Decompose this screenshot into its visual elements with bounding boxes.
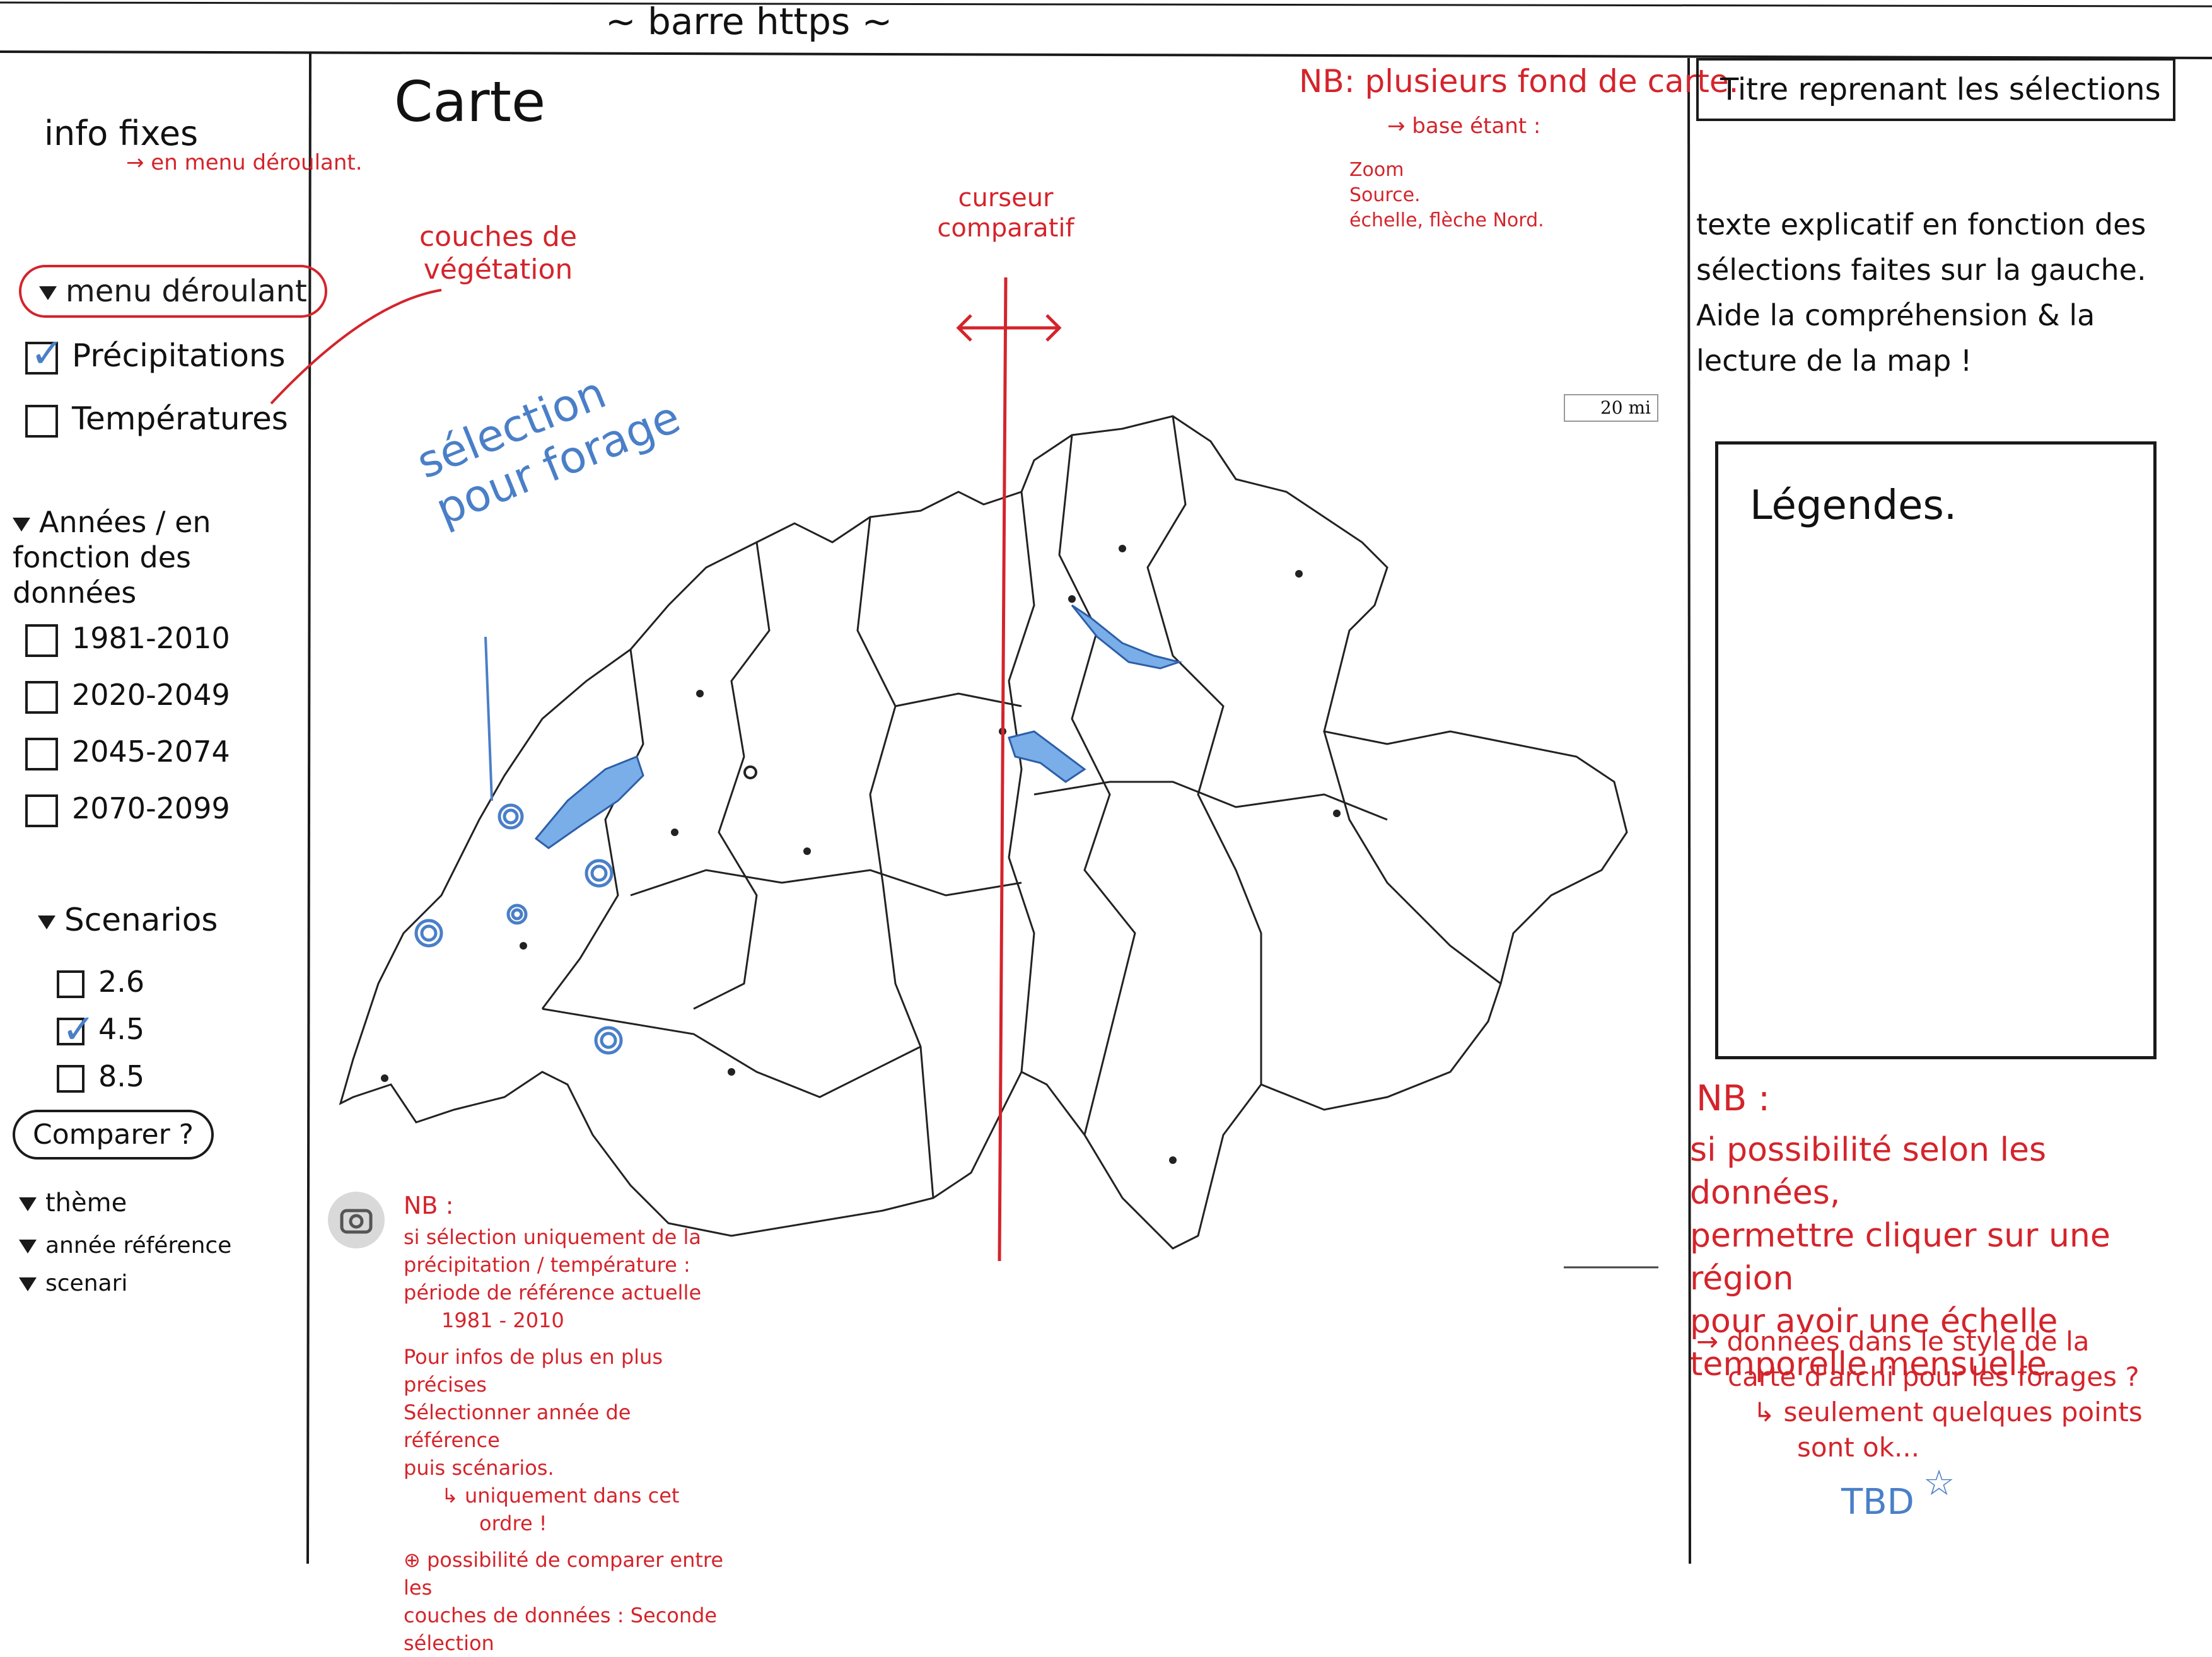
checkbox-precipitations[interactable]: [25, 330, 64, 377]
note-line: temporelle mensuelle.: [1690, 1346, 2058, 1383]
map-note: si sélection uniquement de la précipitat…: [404, 1223, 731, 1657]
layer-label: Températures: [72, 400, 288, 437]
basemap-item-scale: échelle, flèche Nord.: [1349, 209, 1544, 231]
compare-scenario[interactable]: scenari: [19, 1270, 127, 1296]
note-line: ⊕ possibilité de comparer entre les: [404, 1548, 724, 1600]
dropdown-triangle-icon: [13, 517, 30, 532]
years-dropdown-label: Années / en fonction des données: [13, 505, 211, 610]
note-line: si sélection uniquement de la: [404, 1225, 701, 1249]
note-line: Pour infos de plus en plus précises: [404, 1345, 663, 1397]
year-label: 2045-2074: [72, 735, 230, 769]
layer-precipitations[interactable]: Précipitations: [25, 330, 286, 377]
compare-theme[interactable]: thème: [19, 1189, 127, 1218]
menu-dropdown-label: menu déroulant: [66, 274, 307, 309]
year-label: 2070-2099: [72, 791, 230, 825]
compare-button-label: Comparer ?: [33, 1119, 194, 1151]
year-checkbox[interactable]: [25, 737, 58, 770]
explanation-text: texte explicatif en fonction des sélecti…: [1696, 207, 2146, 378]
scenario-option[interactable]: 8.5: [57, 1059, 144, 1093]
dropdown-triangle-icon: [38, 915, 55, 929]
note-line: précipitation / température :: [404, 1253, 690, 1277]
scenario-label: 2.6: [98, 965, 145, 999]
note-line: couches de données : Seconde sélection: [404, 1603, 718, 1655]
note-line: puis scénarios.: [404, 1456, 554, 1480]
year-checkbox[interactable]: [25, 680, 58, 714]
right-nb-title: NB :: [1696, 1078, 1770, 1119]
layer-temperatures[interactable]: Températures: [25, 400, 288, 438]
note-line: 1981 - 2010: [441, 1308, 564, 1332]
url-bar-label: ~ barre https ~: [605, 0, 893, 43]
note-line: Sélectionner année de référence: [404, 1400, 631, 1452]
right-bottom-note: → données dans le style de la carte d'ar…: [1696, 1324, 2188, 1465]
scenario-option[interactable]: 4.5: [57, 1006, 145, 1053]
year-option[interactable]: 2070-2099: [25, 791, 230, 827]
tbd-label: TBD: [1841, 1482, 1914, 1523]
legend-title: Légendes.: [1750, 482, 1957, 529]
right-nb-note: si possibilité selon les données, permet…: [1690, 1129, 2194, 1386]
menu-dropdown[interactable]: menu déroulant: [19, 265, 327, 318]
scenario-checkbox[interactable]: [57, 1006, 96, 1053]
map-note-title: NB :: [404, 1192, 454, 1219]
layer-label: Précipitations: [72, 337, 286, 374]
basemap-note-title: NB: plusieurs fond de carte.: [1299, 63, 1739, 100]
vegetation-layers-note: couches de végétation: [419, 221, 578, 286]
info-fixes-label: info fixes: [44, 113, 199, 153]
note-line: ↳ uniquement dans cet: [441, 1484, 680, 1508]
comparison-cursor-note: curseur comparatif: [937, 183, 1074, 243]
dropdown-triangle-icon: [39, 286, 57, 300]
scenario-label: 8.5: [98, 1059, 145, 1093]
note-line: sont ok...: [1797, 1432, 1920, 1463]
selection-title: Titre reprenant les sélections: [1696, 58, 2175, 121]
star-icon: ☆: [1923, 1463, 1955, 1504]
dropdown-triangle-icon: [19, 1277, 37, 1291]
basemap-items: Zoom Source. échelle, flèche Nord.: [1349, 158, 1544, 233]
year-label: 1981-2010: [72, 621, 230, 655]
basemap-item-source: Source.: [1349, 184, 1421, 206]
year-checkbox[interactable]: [25, 624, 58, 657]
compare-item-label: année référence: [45, 1233, 232, 1259]
map-title: Carte: [394, 69, 546, 134]
year-option[interactable]: 1981-2010: [25, 621, 230, 657]
scenarios-label: Scenarios: [64, 902, 218, 938]
url-bar[interactable]: ~ barre https ~: [441, 0, 1072, 50]
note-line: → données dans le style de la: [1696, 1326, 2090, 1357]
scenario-label: 4.5: [98, 1012, 145, 1046]
checkbox-temperatures[interactable]: [25, 404, 58, 438]
basemap-note-sub: → base étant :: [1387, 113, 1541, 139]
scenarios-dropdown[interactable]: Scenarios: [38, 902, 218, 938]
compare-reference-year[interactable]: année référence: [19, 1233, 231, 1259]
note-line: carte d'archi pour les forages ?: [1728, 1361, 2139, 1392]
compare-item-label: thème: [45, 1189, 127, 1218]
years-dropdown[interactable]: Années / en fonction des données: [13, 504, 290, 610]
info-fixes-note: → en menu déroulant.: [126, 150, 363, 175]
scenario-checkbox[interactable]: [57, 1064, 84, 1093]
scenario-checkbox[interactable]: [57, 970, 84, 998]
scenario-option[interactable]: 2.6: [57, 965, 144, 999]
note-line: pour avoir une échelle: [1690, 1303, 2058, 1340]
note-line: si possibilité selon les données,: [1690, 1131, 2047, 1212]
map-scale-bar: 20 mi: [1564, 394, 1658, 422]
camera-icon[interactable]: [328, 1192, 385, 1248]
dropdown-triangle-icon: [19, 1240, 37, 1253]
year-label: 2020-2049: [72, 678, 230, 712]
dropdown-triangle-icon: [19, 1197, 37, 1211]
note-line: permettre cliquer sur une région: [1690, 1217, 2110, 1298]
note-line: ↳ seulement quelques points: [1753, 1397, 2143, 1427]
legend-panel: Légendes.: [1715, 441, 2157, 1059]
basemap-item-zoom: Zoom: [1349, 159, 1404, 181]
note-line: période de référence actuelle: [404, 1281, 702, 1305]
year-option[interactable]: 2020-2049: [25, 678, 230, 714]
year-option[interactable]: 2045-2074: [25, 735, 230, 770]
compare-button[interactable]: Comparer ?: [13, 1110, 214, 1160]
compare-item-label: scenari: [45, 1270, 128, 1296]
year-checkbox[interactable]: [25, 794, 58, 827]
note-line: ordre !: [479, 1511, 547, 1535]
